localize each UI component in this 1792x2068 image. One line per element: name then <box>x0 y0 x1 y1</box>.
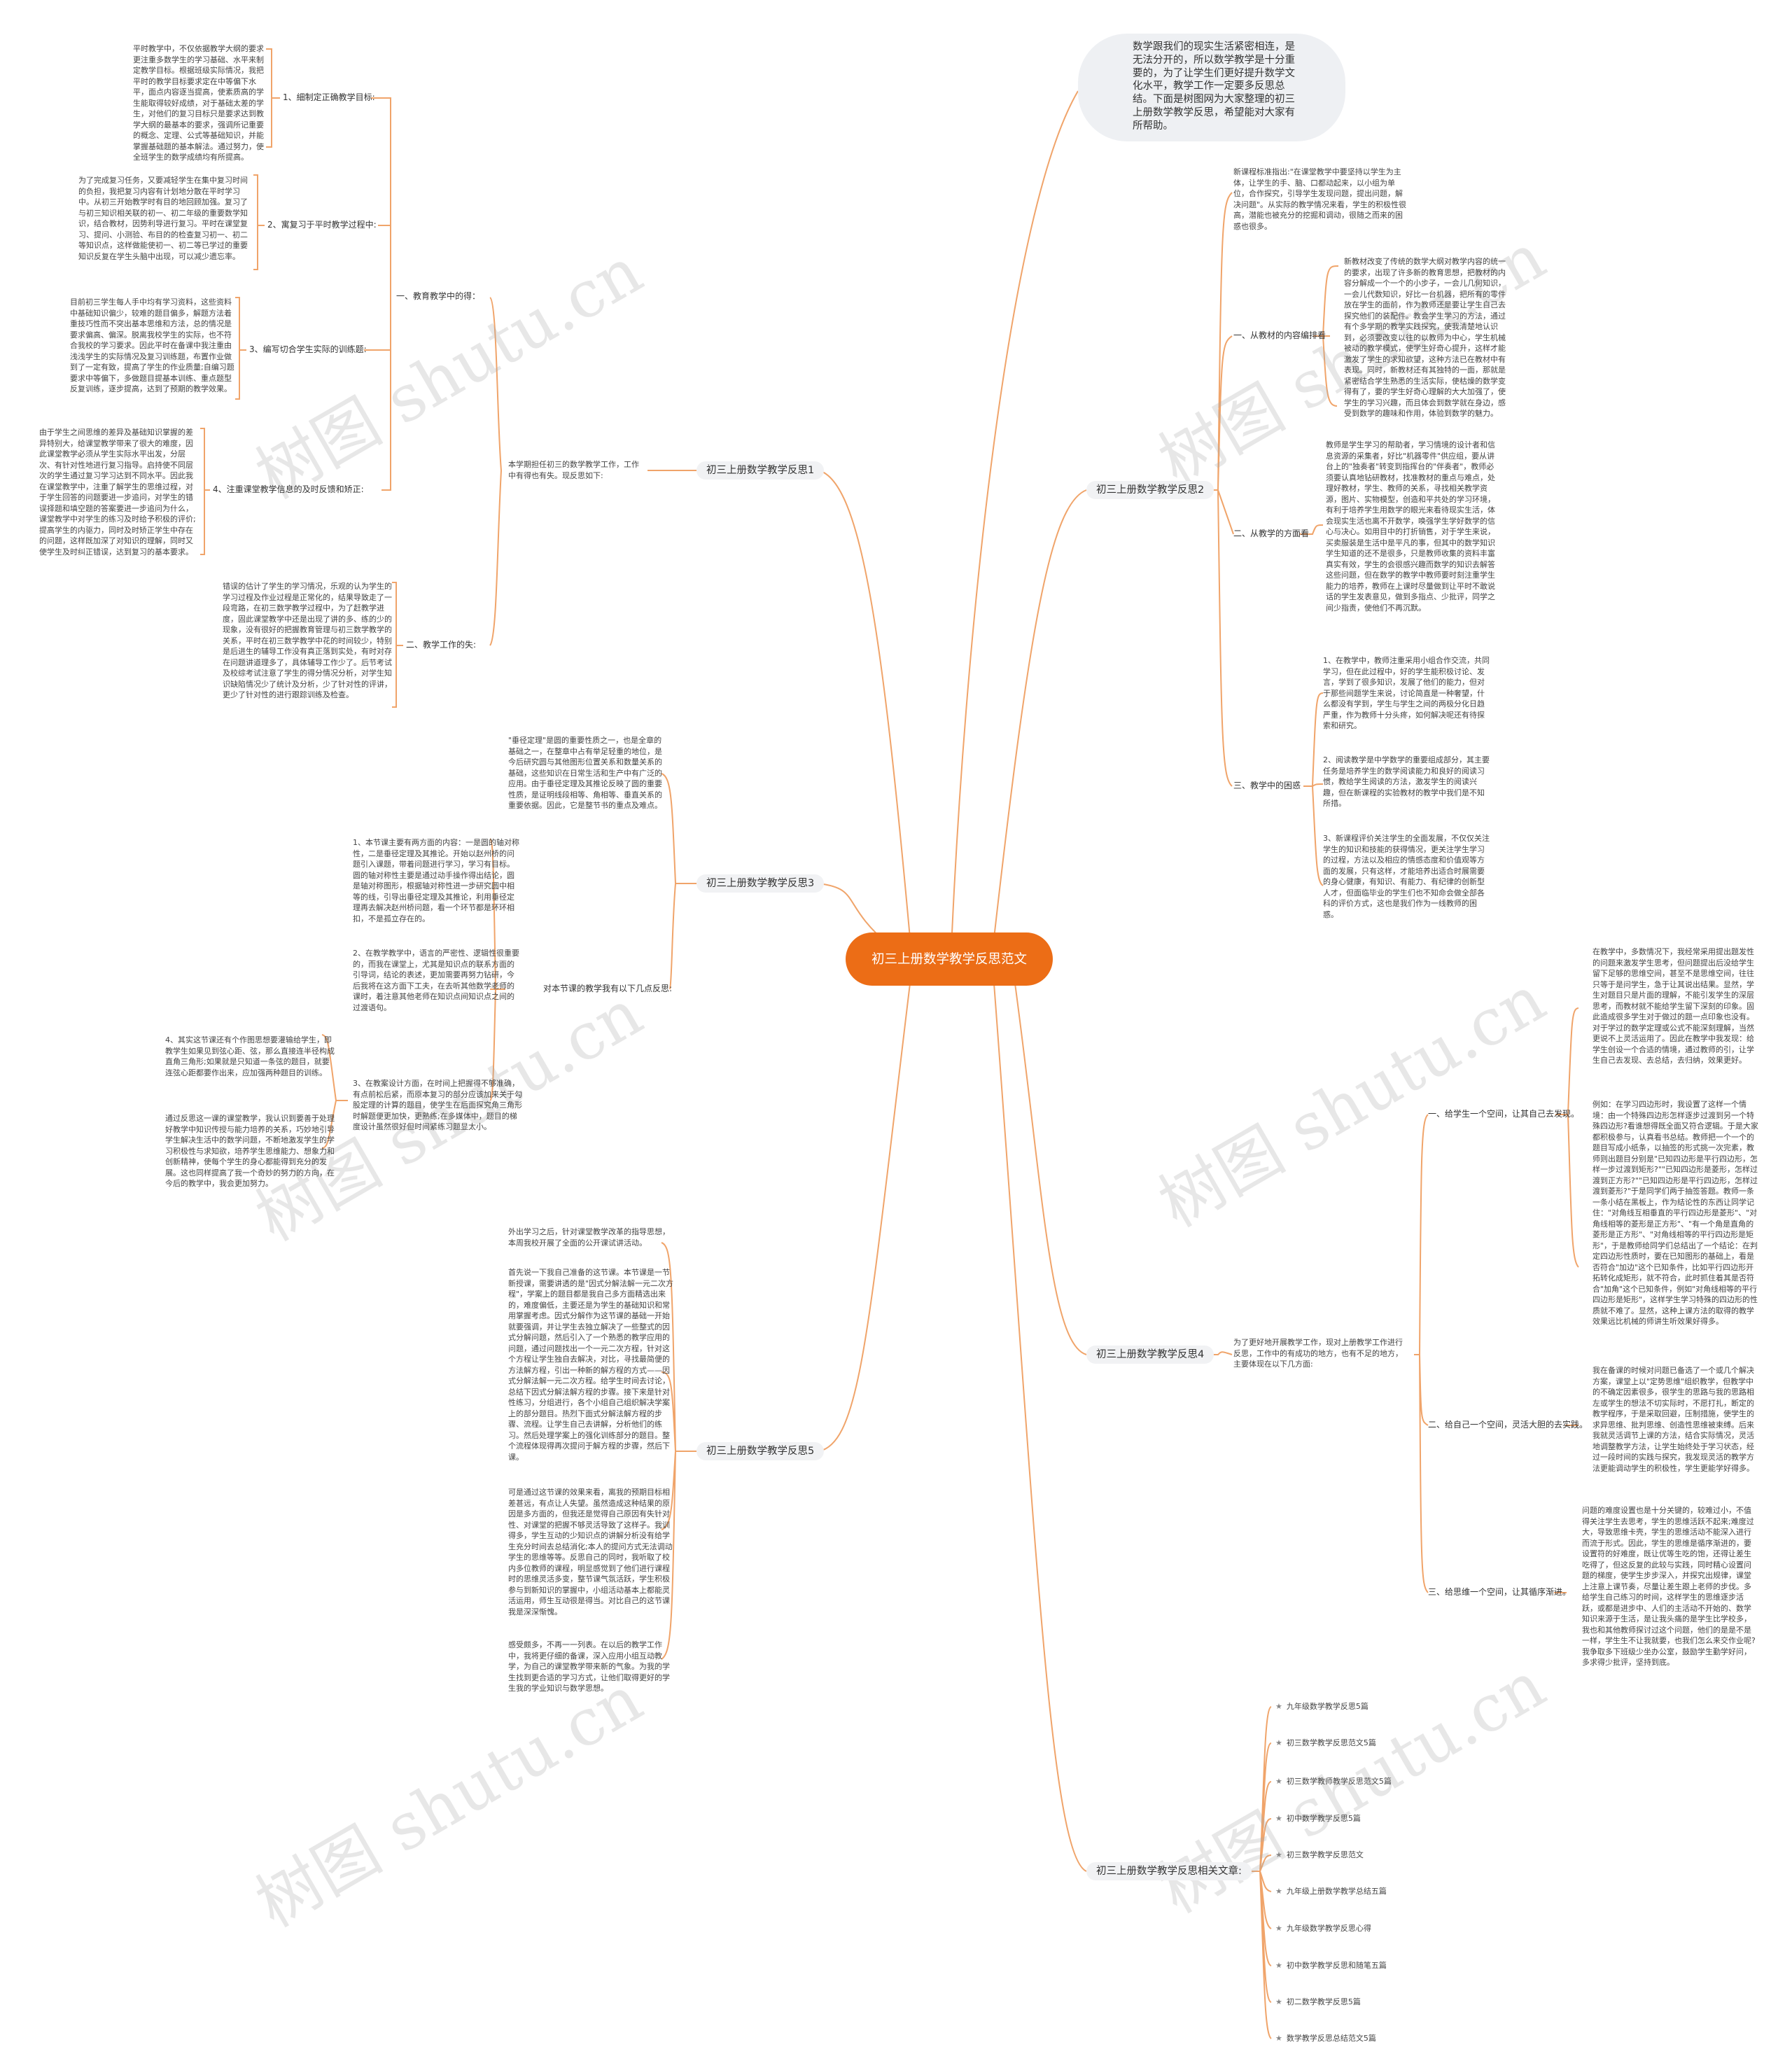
b1-s1-item1-text: 平时教学中，不仅依据教学大纲的要求更注重多数学生的学习基础、水平来制定教学目标。… <box>133 44 264 162</box>
root-node[interactable]: 初三上册数学教学反思范文 <box>846 932 1053 986</box>
b1-s1-item1-label[interactable]: 1、細制定正确教学目标: <box>283 92 375 102</box>
related-item-label: 初中数学教学反思和随笔五篇 <box>1286 1961 1387 1970</box>
star-icon: ★ <box>1275 1702 1282 1711</box>
branch-5-title[interactable]: 初三上册数学教学反思5 <box>696 1442 825 1460</box>
related-item[interactable]: ★ 数学教学反思总结范文5篇 <box>1275 2034 1376 2043</box>
b5-text-2: 首先说一下我自己准备的这节课。本节课是一节新授课，需要讲透的是"因式分解法解一元… <box>508 1268 674 1462</box>
b3-point-1: 1、本节课主要有两方面的内容：一是圆的轴对称性，二是垂径定理及其推论。开始以赵州… <box>353 838 519 923</box>
related-item-label: 九年级数学教学反思5篇 <box>1286 1702 1368 1711</box>
b1-s1-item2-label[interactable]: 2、寓复习于平时教学过程中: <box>267 220 377 230</box>
b1-s2-label[interactable]: 二、教学工作的失: <box>406 640 477 650</box>
b4-s2-label[interactable]: 二、给自己一个空间，灵活大胆的去实践。 <box>1428 1420 1588 1430</box>
branch-4-title[interactable]: 初三上册数学教学反思4 <box>1086 1346 1214 1364</box>
intro-text: 数学跟我们的现实生活紧密相连，是无法分开的，所以数学教学是十分重要的，为了让学生… <box>1133 41 1295 132</box>
b3-text-1: "垂径定理"是圆的重要性质之一，也是全章的基础之一，在整章中占有举足轻重的地位，… <box>508 736 662 810</box>
b1-s1-item4-text: 由于学生之间思维的差异及基础知识掌握的差异特别大，给课堂教学带来了很大的难度，因… <box>39 428 196 557</box>
related-item-label: 初三数学教学反思范文5篇 <box>1286 1738 1376 1747</box>
b2-s3-point-3: 3、新课程评价关注学生的全面发展，不仅仅关注学生的知识和技能的获得情况，更关注学… <box>1323 834 1490 919</box>
branch-3-title[interactable]: 初三上册数学教学反思3 <box>696 874 825 893</box>
b2-text-0: 新课程标准指出:"在课堂教学中要坚持以学生为主体，让学生的手、脑、口都动起来，以… <box>1233 167 1407 231</box>
b4-s3-label[interactable]: 三、给思维一个空间，让其循序渐进。 <box>1428 1587 1572 1597</box>
branch-1-title[interactable]: 初三上册数学教学反思1 <box>696 461 825 480</box>
related-item[interactable]: ★ 九年级上册数学教学总结五篇 <box>1275 1887 1387 1896</box>
related-item-label: 九年级上册数学教学总结五篇 <box>1286 1887 1387 1896</box>
related-item[interactable]: ★ 初二数学教学反思5篇 <box>1275 1997 1361 2007</box>
related-item-label: 数学教学反思总结范文5篇 <box>1286 2034 1376 2043</box>
b1-s1-item3-label[interactable]: 3、编写切合学生实际的训练题: <box>249 344 367 354</box>
related-item-label: 九年级数学教学反思心得 <box>1286 1924 1371 1933</box>
b5-text-4: 感受颇多，不再一一列表。在以后的教学工作中，我将更仔细的备课，深入应用小组互动教… <box>508 1640 670 1693</box>
b4-s1-point-1: 在教学中，多数情况下，我经常采用提出题发性的问题来激发学生思考，但问题提出后没给… <box>1592 947 1754 1065</box>
b3-point-2: 2、在教学教学中，语言的严密性、逻辑性很重要的，而我在课堂上，尤其是知识点的联系… <box>353 949 519 1012</box>
b4-s1-point-2: 例如：在学习四边形时，我设置了这样一个情境：由一个特殊四边形怎样逐步过渡到另一个… <box>1592 1100 1758 1326</box>
b2-s3-point-2: 2、阅读教学是中学数学的重要组成部分，其主要任务是培养学生的数学阅读能力和良好的… <box>1323 755 1490 808</box>
star-icon: ★ <box>1275 1738 1282 1747</box>
b1-s2-text: 错误的估计了学生的学习情况，乐观的认为学生的学习过程及作业过程是正常化的，结果导… <box>223 582 392 699</box>
star-icon: ★ <box>1275 1997 1282 2006</box>
star-icon: ★ <box>1275 1887 1282 1896</box>
star-icon: ★ <box>1275 1777 1282 1786</box>
b2-s2-text: 教师是学生学习的帮助者，学习情境的设计者和信息资源的采集者，好比"机器零件"供应… <box>1326 440 1495 613</box>
branch-2-title[interactable]: 初三上册数学教学反思2 <box>1086 481 1214 499</box>
b2-s1-label[interactable]: 一、从教材的内容编排看 <box>1233 330 1326 340</box>
star-icon: ★ <box>1275 1961 1282 1970</box>
b3-point-5: 通过反思这一课的课堂教学，我认识到要善于处理好教学中知识传授与能力培养的关系，巧… <box>165 1114 335 1188</box>
intro-bubble[interactable]: 数学跟我们的现实生活紧密相连，是无法分开的，所以数学教学是十分重要的，为了让学生… <box>1078 34 1345 141</box>
related-item[interactable]: ★ 初三数学教学反思范文 <box>1275 1850 1364 1860</box>
b4-s1-label[interactable]: 一、给学生一个空间，让其自己去发现。 <box>1428 1109 1580 1119</box>
b4-s2-text: 我在备课的时候对问题已备选了一个或几个解决方案，课堂上以"定势思维"组织教学，但… <box>1592 1366 1754 1473</box>
star-icon: ★ <box>1275 1924 1282 1933</box>
related-item-label: 初三数学教师教学反思范文5篇 <box>1286 1777 1392 1786</box>
b2-s3-label[interactable]: 三、教学中的困惑 <box>1233 781 1301 790</box>
related-item-label: 初中数学教学反思5篇 <box>1286 1814 1361 1823</box>
b2-s1-text: 新教材改变了传统的数学大纲对教学内容的统一的要求，出现了许多新的教育思想，把教材… <box>1344 257 1506 418</box>
b1-s1-item3-text: 目前初三学生每人手中均有学习资料，这些资料中基础知识偏少，较难的题目偏多，解题方… <box>70 298 234 393</box>
b3-point-4: 4、其实这节课还有个作图思想要灌输给学生，即教学生如果见到弦心距、弦，那么直接连… <box>165 1035 335 1077</box>
related-item[interactable]: ★ 初中数学教学反思5篇 <box>1275 1814 1361 1824</box>
b3-desc[interactable]: 对本节课的教学我有以下几点反思: <box>543 984 673 993</box>
star-icon: ★ <box>1275 2034 1282 2043</box>
related-item[interactable]: ★ 初中数学教学反思和随笔五篇 <box>1275 1961 1387 1971</box>
b1-s1-item2-text: 为了完成复习任务，又要减轻学生在集中复习时间的负担，我把复习内容有计划地分散在平… <box>78 176 248 261</box>
related-item[interactable]: ★ 初三数学教师教学反思范文5篇 <box>1275 1777 1392 1787</box>
b3-point-3: 3、在教案设计方面，在时间上把握得不够准确，有点前松后紧，而原本复习的部分应该加… <box>353 1079 522 1131</box>
b2-s3-point-1: 1、在教学中，教师注重采用小组合作交流，共同学习，但在此过程中，好的学生能积极讨… <box>1323 656 1490 730</box>
b4-s3-text: 问题的难度设置也是十分关键的，较难过小，不值得关注学生去思考，学生的思维活跃不起… <box>1582 1506 1756 1667</box>
b5-text-1: 外出学习之后，针对课堂教学改革的指导思想，本周我校开展了全面的公开课试讲活动。 <box>508 1227 670 1248</box>
b1-desc: 本学期担任初三的数学教学工作，工作中有得也有失。现反思如下: <box>508 460 639 480</box>
star-icon: ★ <box>1275 1814 1282 1823</box>
branch-related-title[interactable]: 初三上册数学教学反思相关文章: <box>1086 1862 1252 1880</box>
related-item-label: 初三数学教学反思范文 <box>1286 1850 1364 1859</box>
related-item-label: 初二数学教学反思5篇 <box>1286 1997 1361 2006</box>
b2-s2-label[interactable]: 二、从教学的方面看 <box>1233 529 1310 538</box>
b1-s1-label[interactable]: 一、教育教学中的得： <box>396 291 481 301</box>
related-item[interactable]: ★ 九年级数学教学反思5篇 <box>1275 1702 1368 1712</box>
related-item[interactable]: ★ 初三数学教学反思范文5篇 <box>1275 1738 1376 1748</box>
root-title: 初三上册数学教学反思范文 <box>871 951 1027 967</box>
related-item[interactable]: ★ 九年级数学教学反思心得 <box>1275 1924 1371 1934</box>
b5-text-3: 可是通过这节课的效果来看，离我的预期目标相差甚远，有点让人失望。虽然造成这种结果… <box>508 1488 673 1616</box>
b4-desc: 为了更好地开展教学工作，现对上册教学工作进行反思，工作中的有成功的地方，也有不足… <box>1233 1338 1403 1369</box>
b1-s1-item4-label[interactable]: 4、注重课堂教学信息的及时反馈和矫正: <box>213 484 364 494</box>
star-icon: ★ <box>1275 1850 1282 1859</box>
